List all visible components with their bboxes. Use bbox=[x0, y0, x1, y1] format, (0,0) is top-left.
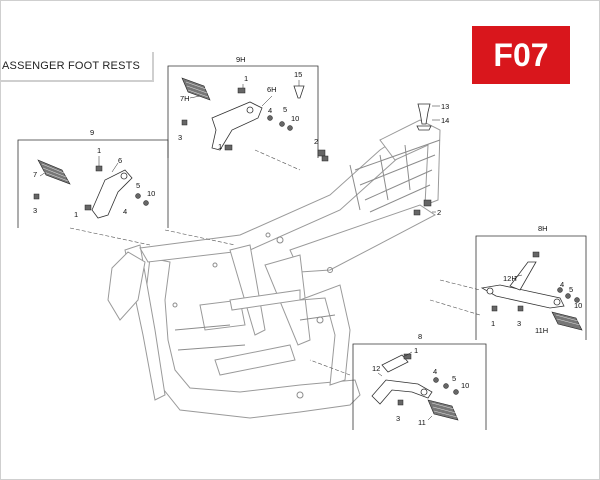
footrest-bracket-icon bbox=[371, 379, 433, 405]
part-label-10: 10 bbox=[461, 381, 469, 390]
bottom-footrest-group: 8 1 12 4 5 10 3 11 bbox=[352, 332, 487, 430]
footrest-bracket-icon bbox=[480, 284, 565, 309]
part-label-12: 12 bbox=[372, 364, 380, 373]
part-label-5: 5 bbox=[283, 105, 287, 114]
part-label-1: 1 bbox=[244, 74, 248, 83]
part-label-4: 4 bbox=[268, 106, 272, 115]
bottom-group-number: 8 bbox=[418, 332, 422, 341]
part-label-11: 11 bbox=[418, 418, 426, 427]
nut-icon bbox=[574, 297, 580, 303]
part-label-2b: 2 bbox=[437, 208, 441, 217]
bolt-icon bbox=[417, 103, 431, 125]
part-label-11h: 11H bbox=[535, 326, 548, 335]
screw-icon bbox=[491, 305, 498, 312]
part-label-3: 3 bbox=[396, 414, 400, 423]
part-label-12h: 12H bbox=[503, 274, 517, 283]
bolt-icon bbox=[403, 353, 412, 360]
part-label-1b: 1 bbox=[74, 210, 78, 219]
footrest-bracket-icon bbox=[211, 101, 263, 151]
bottom-group-bracket bbox=[352, 343, 487, 430]
part-label-3: 3 bbox=[33, 206, 37, 215]
nut-icon bbox=[143, 200, 149, 206]
part-label-1: 1 bbox=[414, 346, 418, 355]
part-label-7h: 7H bbox=[180, 94, 190, 103]
part-label-10: 10 bbox=[291, 114, 299, 123]
footpeg-rubber-icon bbox=[181, 77, 211, 101]
top-footrest-group: 9H 15 1 6H bbox=[167, 55, 319, 158]
part-label-4: 4 bbox=[433, 367, 437, 376]
left-group-bracket bbox=[17, 139, 169, 228]
motorcycle-frame bbox=[107, 119, 441, 419]
footpeg-rubber-icon bbox=[37, 159, 71, 185]
bolt-icon bbox=[317, 149, 326, 157]
part-label-3: 3 bbox=[178, 133, 182, 142]
part-label-4: 4 bbox=[123, 207, 127, 216]
part-label-10: 10 bbox=[147, 189, 155, 198]
footpeg-rubber-icon bbox=[427, 399, 459, 421]
screw-icon bbox=[181, 119, 188, 126]
assembly-leader-lines bbox=[69, 149, 481, 376]
part-label-15: 15 bbox=[294, 70, 302, 79]
right-group-bracket bbox=[475, 235, 587, 340]
bolt-icon bbox=[237, 87, 246, 94]
screw-icon bbox=[517, 305, 524, 312]
part-label-7: 7 bbox=[33, 170, 37, 179]
section-title: ASSENGER FOOT RESTS bbox=[0, 52, 154, 82]
bolt-icon bbox=[95, 165, 103, 172]
washer-icon bbox=[279, 121, 285, 127]
washer-icon bbox=[135, 193, 141, 199]
part-label-14: 14 bbox=[441, 116, 449, 125]
top-group-number: 9H bbox=[236, 55, 246, 64]
part-label-1: 1 bbox=[491, 319, 495, 328]
part-label-3: 3 bbox=[517, 319, 521, 328]
part-label-1: 1 bbox=[97, 146, 101, 155]
screw-icon bbox=[397, 399, 404, 406]
footrest-bracket-icon bbox=[91, 169, 133, 219]
part-label-6: 6 bbox=[118, 156, 122, 165]
bolt-icon bbox=[224, 144, 233, 151]
left-group-number: 9 bbox=[90, 128, 94, 137]
bolt-icon bbox=[84, 204, 92, 211]
part-label-10: 10 bbox=[574, 301, 582, 310]
page-code-badge: F07 bbox=[472, 26, 570, 84]
rivet-icon bbox=[293, 85, 305, 99]
frame-fastener-parts: 13 14 2 2 bbox=[314, 102, 449, 217]
footpeg-rubber-icon bbox=[551, 311, 583, 331]
washer-icon bbox=[557, 287, 563, 293]
bolt-icon bbox=[423, 199, 432, 207]
washer-icon bbox=[433, 377, 439, 383]
bolt-icon bbox=[532, 251, 540, 258]
bolt-icon bbox=[413, 209, 421, 216]
washer-icon bbox=[565, 293, 571, 299]
top-group-bracket bbox=[167, 65, 319, 158]
right-group-number: 8H bbox=[538, 224, 548, 233]
part-label-5: 5 bbox=[136, 181, 140, 190]
washer-icon bbox=[416, 125, 432, 131]
part-label-13: 13 bbox=[441, 102, 449, 111]
right-footrest-group: 8H 12H 4 5 10 1 3 11H bbox=[475, 224, 587, 340]
part-label-2: 2 bbox=[314, 137, 318, 146]
nut-icon bbox=[287, 125, 293, 131]
part-label-5: 5 bbox=[452, 374, 456, 383]
part-label-6h: 6H bbox=[267, 85, 277, 94]
washer-icon bbox=[267, 115, 273, 121]
part-label-4: 4 bbox=[560, 280, 564, 289]
part-label-1b: 1 bbox=[218, 142, 222, 151]
nut-icon bbox=[453, 389, 459, 395]
bolt-icon bbox=[321, 155, 329, 162]
washer-icon bbox=[443, 383, 449, 389]
left-footrest-group: 9 1 6 7 5 10 4 3 1 bbox=[17, 128, 169, 228]
part-label-5: 5 bbox=[569, 285, 573, 294]
screw-icon bbox=[33, 193, 40, 200]
